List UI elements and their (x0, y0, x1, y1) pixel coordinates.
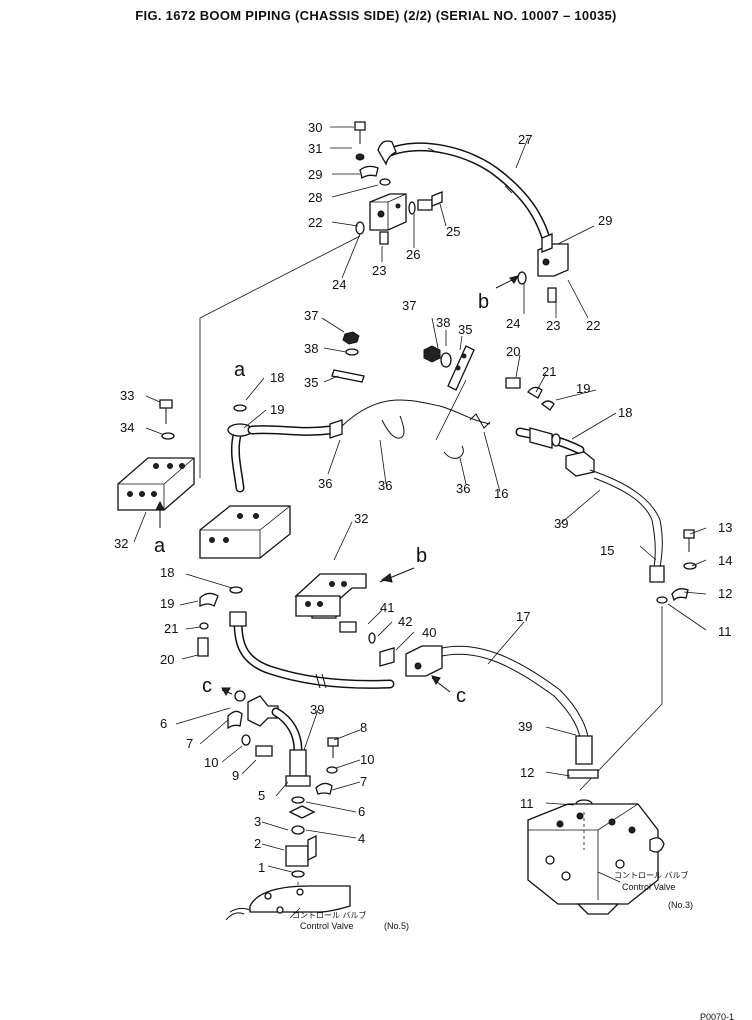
callout-26: 26 (406, 247, 420, 262)
callout-39c: 39 (518, 719, 532, 734)
callout-11b: 11 (520, 796, 534, 811)
control-valve-no5 (225, 885, 351, 921)
callout-14: 14 (718, 553, 732, 568)
callout-41: 41 (380, 600, 394, 615)
callout-37b: 37 (402, 298, 416, 313)
callout-30: 30 (308, 120, 322, 135)
callout-31: 31 (308, 141, 322, 156)
callout-4: 4 (358, 831, 365, 846)
leader-lines (133, 126, 707, 919)
valve5-en-label: Control Valve (300, 921, 353, 931)
callout-23b: 23 (546, 318, 560, 333)
callout-39: 39 (554, 516, 568, 531)
callout-1: 1 (258, 860, 265, 875)
lower-left-assembly (221, 687, 339, 906)
callout-17: 17 (516, 609, 530, 624)
callout-9: 9 (232, 768, 239, 783)
callout-10b: 10 (360, 752, 374, 767)
callout-38b: 38 (436, 315, 450, 330)
callout-27: 27 (518, 132, 532, 147)
callout-15: 15 (600, 543, 614, 558)
callout-11: 11 (718, 624, 732, 639)
callout-18b: 18 (618, 405, 632, 420)
arrow-letter-a-top: a (234, 359, 246, 381)
callout-40: 40 (422, 625, 436, 640)
callout-42: 42 (398, 614, 412, 629)
callout-8: 8 (360, 720, 367, 735)
top-hose-assembly (199, 121, 569, 478)
callout-35: 35 (304, 375, 318, 390)
arrow-letter-b-bottom: b (416, 545, 427, 567)
callout-29b: 29 (598, 213, 612, 228)
valve3-jp-label: コントロール バルブ (614, 870, 689, 880)
callout-28: 28 (308, 190, 322, 205)
callout-16: 16 (494, 486, 508, 501)
callout-21: 21 (542, 364, 556, 379)
callout-labels: 30 31 29 28 22 24 23 26 25 27 29 24 23 2… (114, 120, 732, 875)
callout-7b: 7 (360, 774, 367, 789)
callout-10: 10 (204, 755, 218, 770)
callout-35b: 35 (458, 322, 472, 337)
arrow-letter-c-right: c (456, 685, 466, 707)
callout-38: 38 (304, 341, 318, 356)
callout-22b: 22 (586, 318, 600, 333)
callout-6b: 6 (358, 804, 365, 819)
callout-36: 36 (318, 476, 332, 491)
callout-24b: 24 (506, 316, 520, 331)
callout-12b: 12 (520, 765, 534, 780)
callout-19c: 19 (160, 596, 174, 611)
callout-5: 5 (258, 788, 265, 803)
middle-hoses (227, 331, 697, 791)
callout-32: 32 (114, 536, 128, 551)
callout-36c: 36 (456, 481, 470, 496)
callout-23: 23 (372, 263, 386, 278)
control-valve-no3 (527, 803, 665, 915)
callout-36b: 36 (378, 478, 392, 493)
callout-29: 29 (308, 167, 322, 182)
callout-33: 33 (120, 388, 134, 403)
callout-25: 25 (446, 224, 460, 239)
valve5-jp-label: コントロール バルブ (292, 910, 367, 920)
callout-24: 24 (332, 277, 346, 292)
callout-6: 6 (160, 716, 167, 731)
callout-3: 3 (254, 814, 261, 829)
left-blocks (117, 275, 520, 619)
callout-21b: 21 (164, 621, 178, 636)
valve3-en-label: Control Valve (622, 882, 675, 892)
arrow-letter-a-bottom: a (154, 535, 166, 557)
callout-22: 22 (308, 215, 322, 230)
figure-title: FIG. 1672 BOOM PIPING (CHASSIS SIDE) (2/… (135, 8, 617, 23)
arrow-letters: a a b b c c (154, 291, 489, 707)
callout-13: 13 (718, 520, 732, 535)
valve3-number: (No.3) (668, 900, 693, 910)
callout-20b: 20 (160, 652, 174, 667)
callout-12: 12 (718, 586, 732, 601)
valve5-number: (No.5) (384, 921, 409, 931)
callout-18c: 18 (160, 565, 174, 580)
callout-39b: 39 (310, 702, 324, 717)
arrow-letter-c-left: c (202, 675, 212, 697)
callout-7: 7 (186, 736, 193, 751)
valve-labels: コントロール バルブ Control Valve (No.5) コントロール バ… (292, 870, 693, 931)
arrow-letter-b-top: b (478, 291, 489, 313)
callout-20: 20 (506, 344, 520, 359)
callout-32b: 32 (354, 511, 368, 526)
callout-18: 18 (270, 370, 284, 385)
callout-19: 19 (270, 402, 284, 417)
callout-37: 37 (304, 308, 318, 323)
callout-19b: 19 (576, 381, 590, 396)
callout-34: 34 (120, 420, 134, 435)
callout-2: 2 (254, 836, 261, 851)
page-code: P0070-1 (700, 1012, 734, 1020)
